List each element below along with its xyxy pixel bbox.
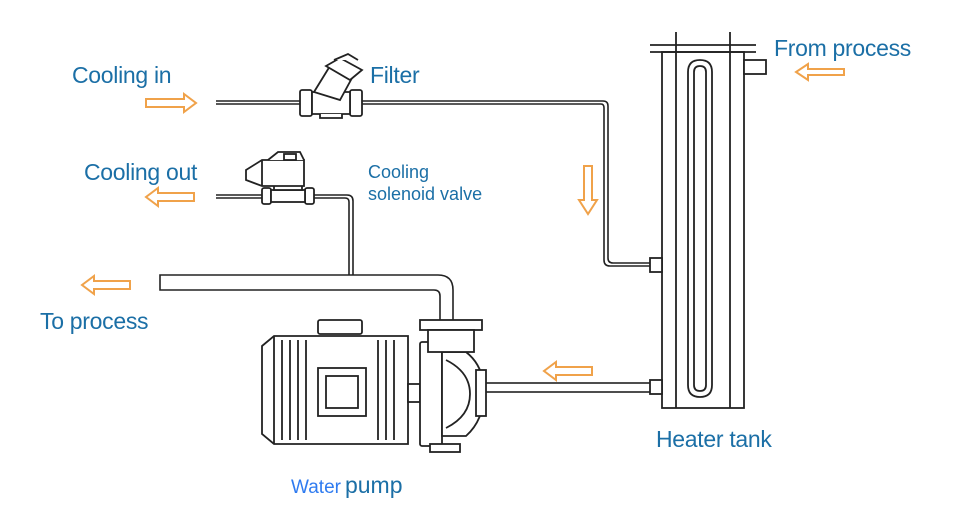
solenoid-valve-label-line1: Cooling — [368, 162, 430, 182]
cooling-in-label: Cooling in — [72, 62, 172, 88]
water-pump-label-word1: Water — [291, 477, 341, 498]
arrow-left-icon — [794, 62, 845, 82]
cooling-out-label: Cooling out — [84, 159, 198, 185]
to-process-pipe — [159, 274, 454, 323]
from-process-label: From process — [774, 35, 911, 61]
filter-icon — [299, 52, 364, 119]
cooling-out-pipe — [216, 194, 354, 275]
pump-suction-pipe — [483, 382, 655, 393]
water-pump-label-word2: pump — [344, 472, 403, 498]
solenoid-valve-icon — [245, 151, 315, 205]
cooling-in-pipe — [216, 100, 653, 267]
water-pump-icon — [261, 319, 487, 453]
arrow-left-icon — [144, 186, 195, 208]
heater-tank-icon — [649, 32, 767, 409]
to-process-label: To process — [40, 308, 149, 334]
arrow-left-icon — [80, 274, 131, 296]
filter-label: Filter — [370, 62, 420, 88]
heater-tank-label: Heater tank — [656, 426, 772, 452]
arrow-left-icon — [542, 360, 593, 382]
solenoid-valve-label-line2: solenoid valve — [368, 184, 483, 204]
arrow-down-icon — [577, 165, 599, 216]
arrow-right-icon — [145, 92, 198, 114]
